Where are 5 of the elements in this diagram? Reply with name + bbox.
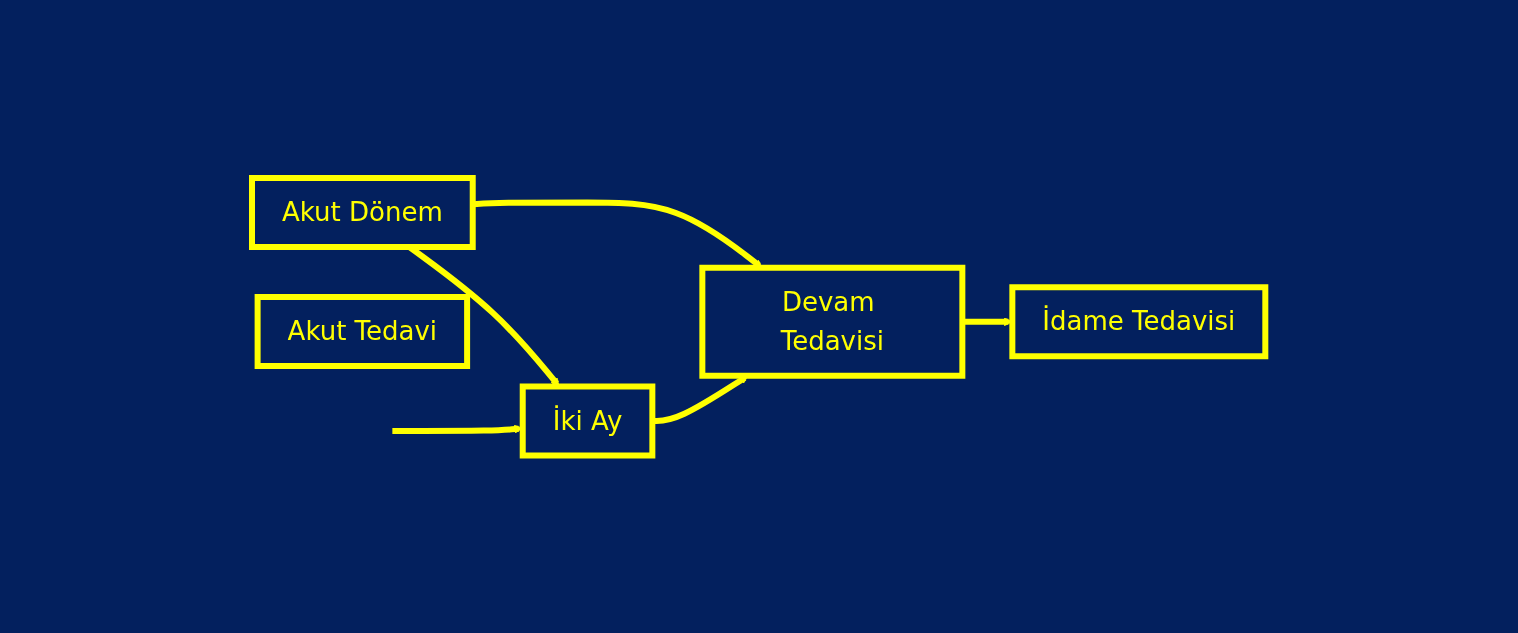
- node-box: Devam Tedavisi: [699, 264, 966, 379]
- node-box: İdame Tedavisi: [1009, 284, 1269, 359]
- node-box: Akut Dönem: [249, 174, 477, 250]
- node-box: İki Ay: [520, 383, 656, 459]
- node-box: Akut Tedavi: [254, 293, 471, 369]
